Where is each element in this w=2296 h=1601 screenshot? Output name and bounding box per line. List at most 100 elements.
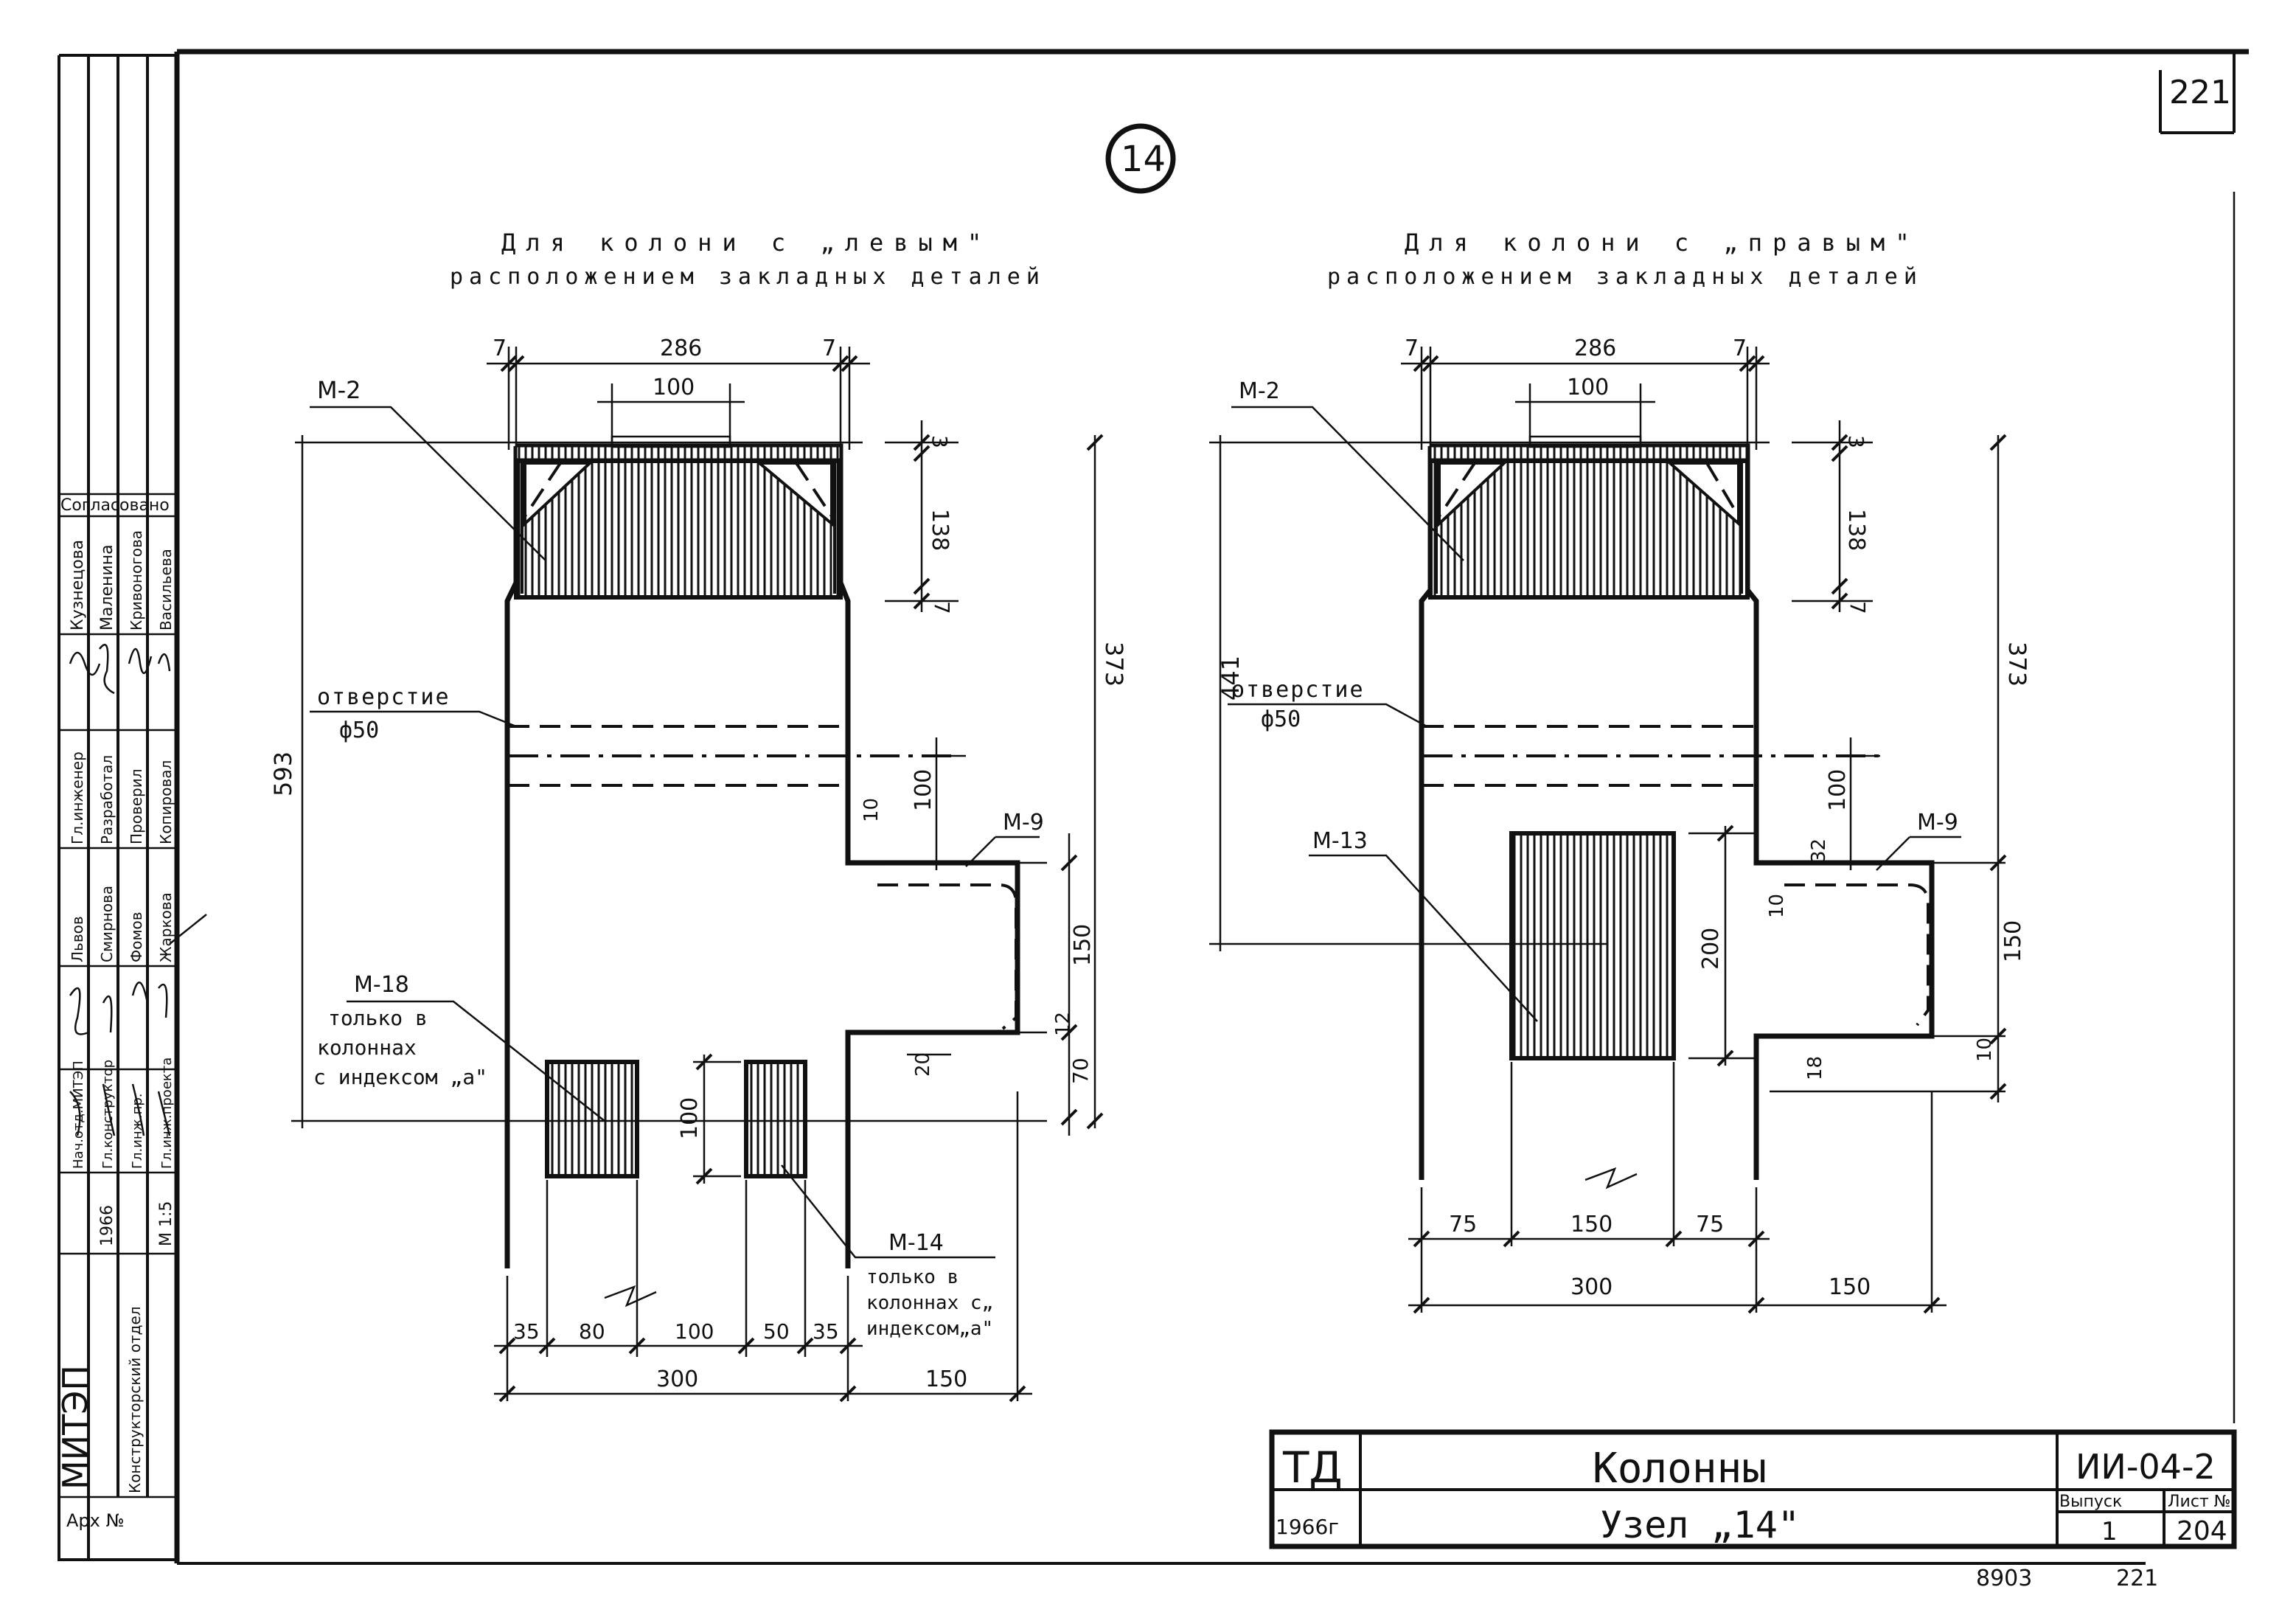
left-bottom-dim-1: 35	[513, 1319, 540, 1344]
stamp-name-vasilieva: Васильева	[157, 549, 175, 631]
left-dim-70: 70	[1068, 1058, 1093, 1084]
left-label-m14-line3: колоннах с„	[866, 1292, 993, 1314]
left-dim-286: 286	[660, 336, 702, 361]
title-block: ТД 1966г Колонны Узел „14" ИИ-04-2 Выпус…	[1269, 1429, 2237, 1549]
left-dim-100-side: 100	[911, 769, 936, 811]
right-label-m2: М-2	[1239, 378, 1280, 404]
right-label-m13: М-13	[1312, 828, 1368, 854]
title-sheet: 204	[2177, 1516, 2227, 1546]
left-dim-20: 20	[912, 1052, 934, 1077]
left-dim-7-a: 7	[493, 336, 507, 361]
title-issue: 1	[2101, 1517, 2118, 1546]
left-dim-150-bottom: 150	[925, 1366, 967, 1392]
left-bottom-dim-4: 50	[763, 1319, 790, 1344]
right-dim-3: 3	[1844, 435, 1868, 448]
title-issue-label: Выпуск	[2059, 1493, 2122, 1511]
stamp-role-developed: Разработал	[98, 755, 116, 844]
title-name: Колонны	[1593, 1445, 1767, 1493]
left-bottom-dim-3: 100	[675, 1319, 714, 1344]
node-marker: 14	[1105, 123, 1176, 194]
stamp-org-sub: Конструкторский отдел	[126, 1306, 144, 1493]
stamp-name-lvov: Львов	[69, 916, 86, 962]
left-label-hole: отверстие	[317, 684, 450, 710]
right-label-hole-dia: ф50	[1261, 706, 1301, 732]
stamp-signatures	[69, 644, 207, 1136]
left-dim-3: 3	[928, 435, 952, 448]
stamp-role-checked: Проверил	[128, 768, 145, 844]
stamp-name-kuznetsova: Кузнецова	[69, 540, 87, 631]
stamp-archive: Арх №	[66, 1510, 124, 1531]
left-label-m9: М-9	[1003, 810, 1044, 836]
stamp-name-smirnova: Смирнова	[98, 886, 116, 962]
stamp-org: МИТЭП	[55, 1365, 95, 1490]
bottom-note-left: 8903	[1976, 1566, 2032, 1591]
right-dim-7-b: 7	[1733, 336, 1747, 361]
left-dim-138: 138	[927, 509, 953, 551]
left-label-m18-line2: только в	[328, 1006, 428, 1030]
right-dim-10-a: 10	[1766, 894, 1788, 918]
left-bottom-dim-2: 80	[579, 1319, 605, 1344]
left-label-m2: М-2	[317, 376, 361, 404]
title-year: 1966г	[1276, 1515, 1339, 1539]
left-label-m14-line2: только в	[866, 1266, 959, 1288]
left-view: 7 286 7 100 593 3 138 7 373 100 10 150 1…	[269, 336, 1128, 1403]
right-dim-32: 32	[1808, 838, 1830, 863]
left-dim-7-b: 7	[822, 336, 836, 361]
title-subtitle: Узел „14"	[1600, 1504, 1800, 1546]
left-insert-m14	[744, 1060, 807, 1178]
left-dim-150-side: 150	[1070, 924, 1096, 966]
stamp-role-chief-eng: Гл.инженер	[69, 751, 86, 844]
right-dim-100-side: 100	[1825, 769, 1851, 811]
right-dim-10-b: 10	[1974, 1038, 1996, 1062]
left-label-m18-line4: с индексом „а"	[313, 1065, 487, 1089]
right-dim-441: 441	[1217, 656, 1245, 701]
right-label-hole: отверстие	[1231, 677, 1365, 703]
left-view-title-line2: расположением закладных деталей	[450, 264, 1046, 290]
stamp-role2-2: Гл.конструктор	[100, 1060, 116, 1169]
right-dim-7-a: 7	[1405, 336, 1419, 361]
left-label-m14-line4: индексом„а"	[866, 1318, 993, 1340]
right-top-plate	[1429, 445, 1749, 461]
left-dim-10: 10	[860, 798, 883, 822]
right-dim-286: 286	[1574, 336, 1616, 361]
stamp-role2-1: Нач.отд.МИТЭП	[71, 1060, 86, 1169]
stamp-name-malenina: Маленина	[98, 544, 116, 631]
left-dim-593: 593	[269, 751, 297, 796]
node-marker-number: 14	[1121, 139, 1166, 180]
left-label-m14: М-14	[888, 1230, 944, 1256]
left-dim-373: 373	[1100, 642, 1128, 687]
stamp-year: 1966	[98, 1205, 116, 1246]
right-view-title-line1: Для колони с „правым"	[1405, 229, 1920, 257]
left-dim-300: 300	[656, 1366, 698, 1392]
title-code: ИИ-04-2	[2076, 1447, 2216, 1487]
right-bottom-dim-1: 75	[1449, 1212, 1477, 1237]
left-dim-plate-100: 100	[653, 375, 695, 400]
right-view-title-line2: расположением закладных деталей	[1327, 264, 1923, 290]
right-bottom-dim-2: 150	[1570, 1212, 1613, 1237]
left-dim-100-insert: 100	[677, 1097, 703, 1139]
side-stamp: Согласовано Кузнецова Маленина Кривоного…	[55, 54, 207, 1561]
right-label-m9: М-9	[1917, 810, 1958, 836]
left-dim-7-side: 7	[930, 601, 954, 614]
left-label-m18-line3: колоннах	[317, 1035, 417, 1060]
left-view-title-line1: Для колони с „левым"	[501, 229, 992, 257]
right-dim-plate-100: 100	[1567, 375, 1609, 400]
left-insert-m18	[545, 1060, 639, 1178]
stamp-name-zharkova: Жаркова	[157, 892, 175, 962]
right-dim-200: 200	[1698, 928, 1724, 970]
right-insert-m13	[1509, 831, 1676, 1060]
left-label-m18: М-18	[354, 972, 409, 998]
right-embedded-m2	[1428, 459, 1750, 600]
left-embedded-m2	[514, 459, 843, 600]
right-dim-150-side: 150	[2000, 920, 2026, 962]
stamp-role-copied: Копировал	[157, 760, 175, 844]
sheet-frame	[174, 49, 2249, 1565]
page-number: 221	[2169, 74, 2231, 111]
bottom-note-right: 221	[2116, 1566, 2158, 1591]
right-dim-18: 18	[1804, 1056, 1826, 1080]
title-td: ТД	[1282, 1442, 1343, 1493]
stamp-role2-3: Гл.инж.пр.	[130, 1093, 145, 1169]
right-dim-138: 138	[1843, 509, 1869, 551]
right-dim-7-side: 7	[1846, 601, 1870, 614]
